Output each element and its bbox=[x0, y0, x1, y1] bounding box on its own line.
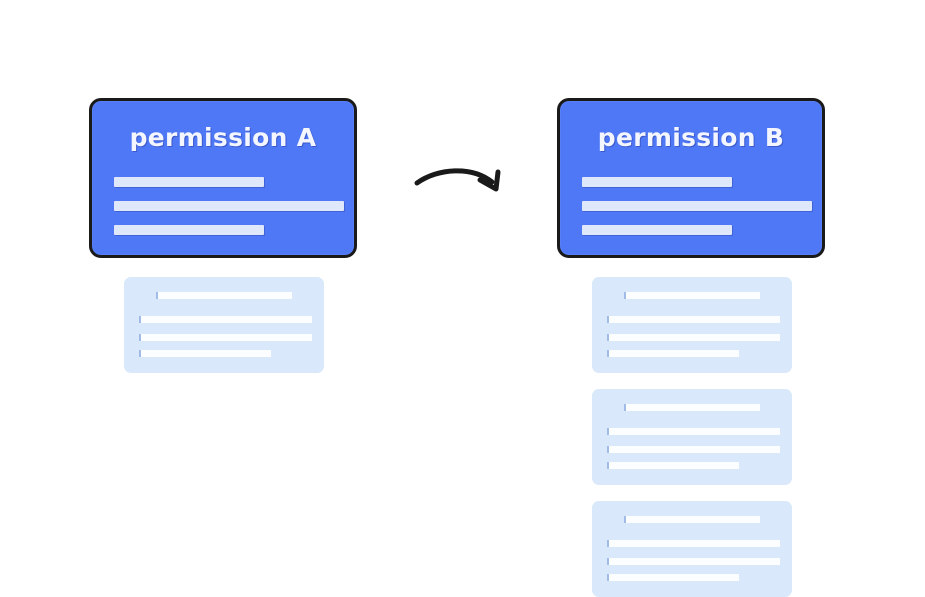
permission-a-card: permission A bbox=[89, 98, 357, 258]
permission-b-item-card bbox=[592, 501, 792, 597]
curved-arrow-right-icon bbox=[414, 168, 501, 192]
item-card-line bbox=[607, 558, 780, 565]
item-card-line bbox=[607, 574, 739, 581]
item-card-header-line bbox=[156, 292, 292, 299]
permission-a-line bbox=[114, 225, 264, 235]
permission-a-item-card bbox=[124, 277, 324, 373]
permission-b-line bbox=[582, 201, 812, 211]
item-card-line bbox=[607, 334, 780, 341]
item-card-line bbox=[607, 462, 739, 469]
permission-a-line bbox=[114, 201, 344, 211]
permission-b-item-card bbox=[592, 277, 792, 373]
item-card-line bbox=[139, 350, 271, 357]
permission-a-title: permission A bbox=[129, 123, 317, 152]
permission-b-line bbox=[582, 177, 732, 187]
item-card-header-line bbox=[624, 404, 760, 411]
item-card-header-line bbox=[624, 292, 760, 299]
item-card-line bbox=[607, 446, 780, 453]
permission-b-title: permission B bbox=[597, 123, 785, 152]
permission-b-item-card bbox=[592, 389, 792, 485]
permission-b-line bbox=[582, 225, 732, 235]
permission-a-line bbox=[114, 177, 264, 187]
permission-b-card: permission B bbox=[557, 98, 825, 258]
item-card-line bbox=[607, 350, 739, 357]
item-card-line bbox=[139, 316, 312, 323]
item-card-header-line bbox=[624, 516, 760, 523]
item-card-line bbox=[607, 540, 780, 547]
item-card-line bbox=[607, 428, 780, 435]
item-card-line bbox=[139, 334, 312, 341]
item-card-line bbox=[607, 316, 780, 323]
